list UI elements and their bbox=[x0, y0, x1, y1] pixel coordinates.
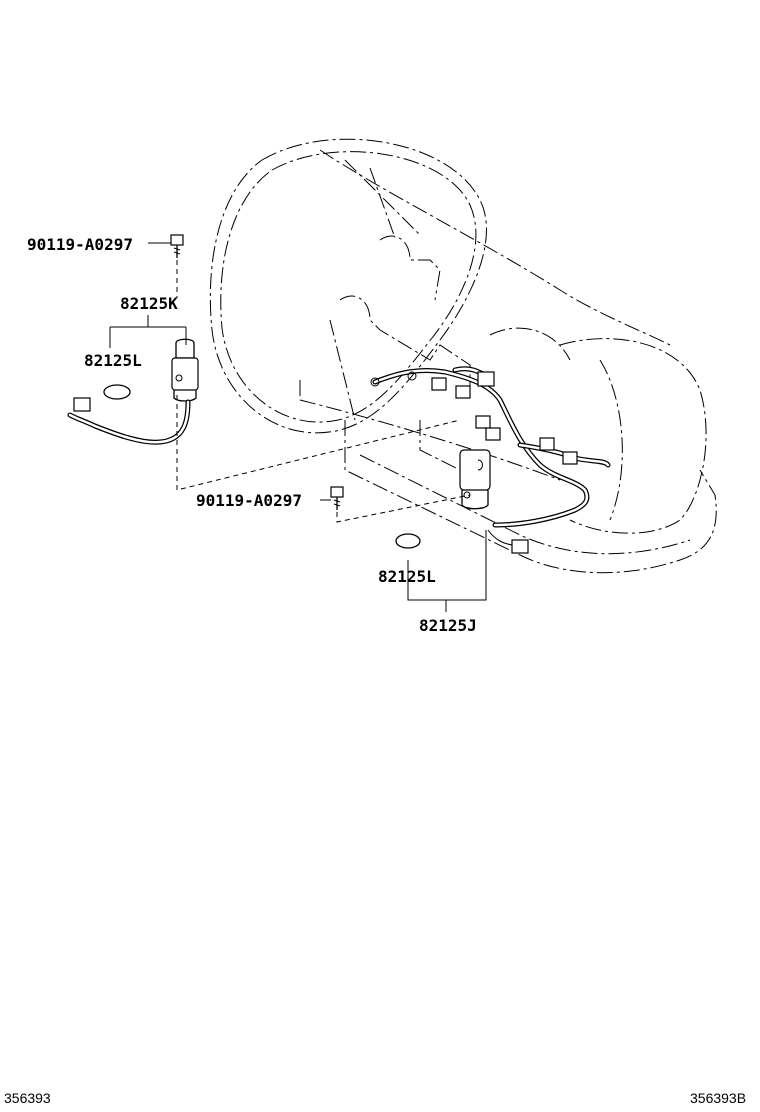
label-oring-right: 82125L bbox=[378, 567, 436, 586]
illustration-code-left: 356393 bbox=[4, 1090, 51, 1106]
label-sensor-82125j: 82125J bbox=[419, 616, 477, 635]
sensor-82125k bbox=[67, 338, 199, 445]
wire-harness bbox=[370, 366, 611, 554]
label-bolt-upper: 90119-A0297 bbox=[27, 235, 133, 254]
bolt-lower bbox=[330, 486, 344, 510]
label-sensor-82125k: 82125K bbox=[120, 294, 178, 313]
transmission-housing bbox=[209, 138, 717, 574]
label-bolt-lower: 90119-A0297 bbox=[196, 491, 302, 510]
illustration-code-right: 356393B bbox=[690, 1090, 747, 1106]
leader-lines bbox=[109, 242, 487, 612]
bolt-upper bbox=[170, 234, 184, 258]
oring-left bbox=[103, 384, 131, 400]
sensor-82125j bbox=[459, 449, 491, 510]
label-oring-left: 82125L bbox=[84, 351, 142, 370]
oring-right bbox=[395, 533, 421, 549]
